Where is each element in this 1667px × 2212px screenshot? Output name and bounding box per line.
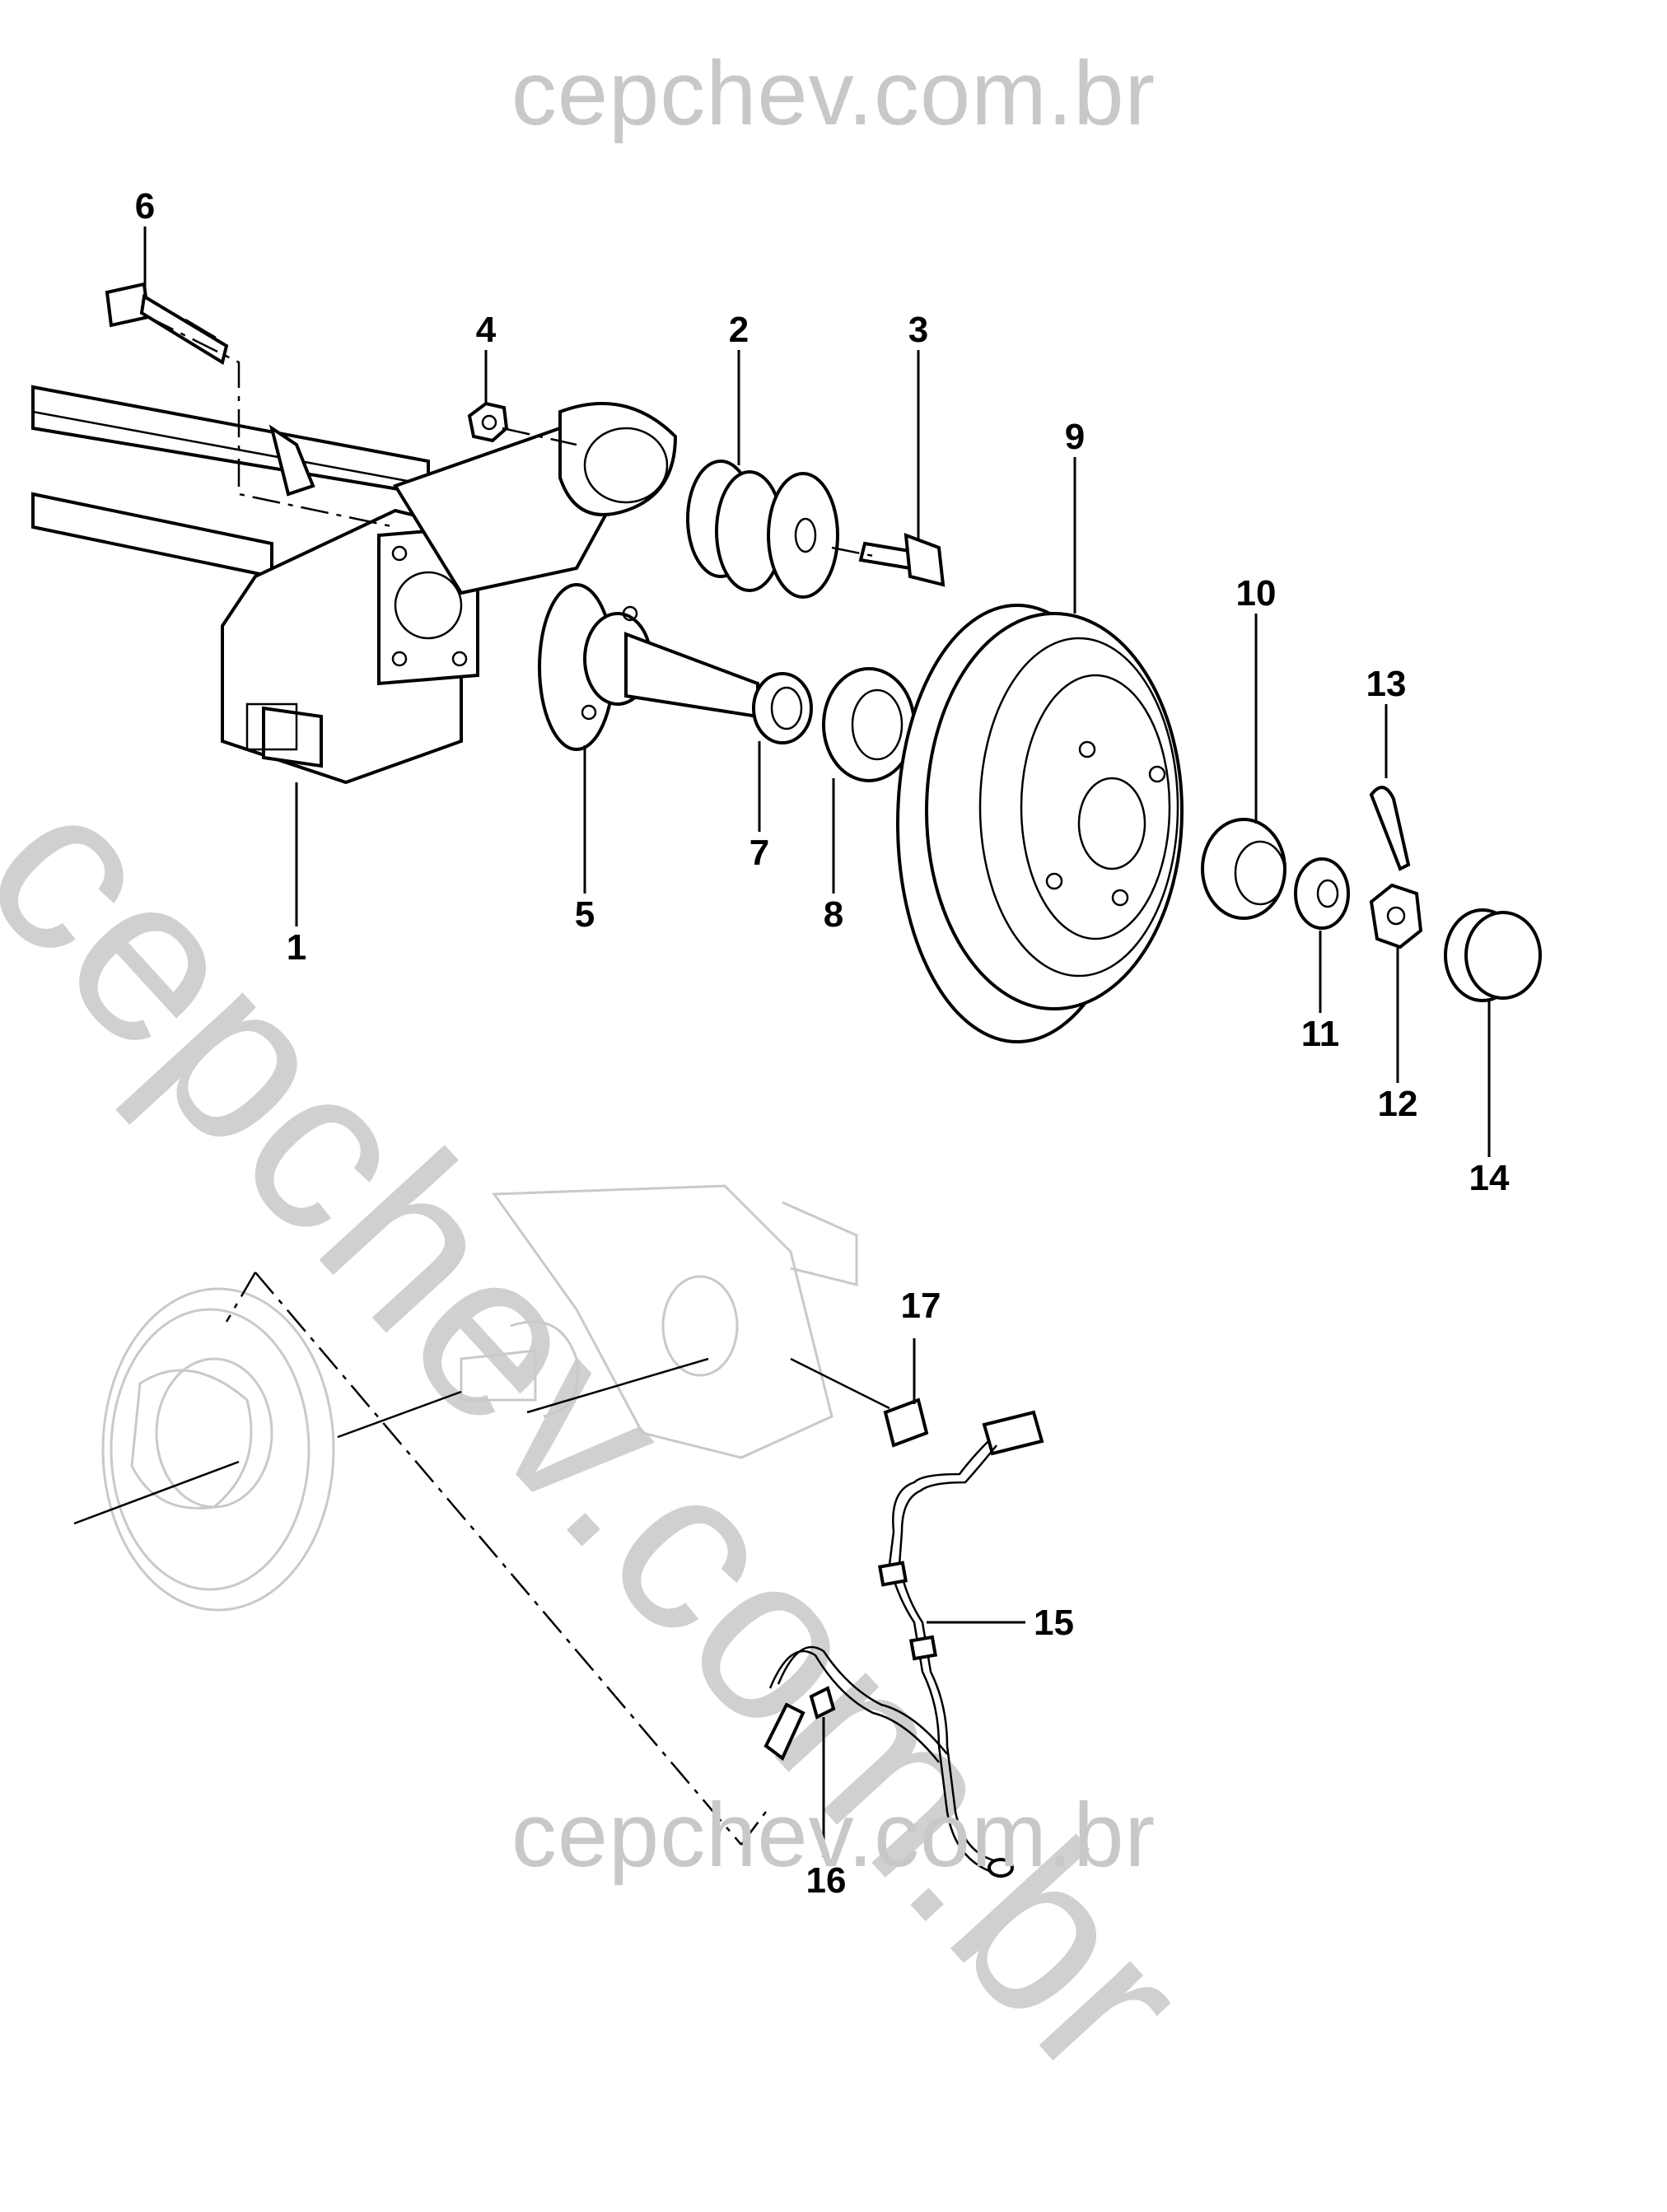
watermark-top: cepchev.com.br — [511, 43, 1156, 144]
spindle-5 — [538, 583, 759, 751]
callout-2: 2 — [729, 310, 749, 350]
callout-4: 4 — [476, 310, 497, 350]
callout-10: 10 — [1236, 573, 1277, 614]
callout-15: 15 — [1034, 1603, 1074, 1643]
nut-4 — [467, 401, 509, 443]
callout-7: 7 — [749, 833, 769, 873]
exploded-view-drawing: 6 4 2 3 9 10 13 7 5 8 1 11 12 14 17 15 1… — [31, 186, 1542, 1901]
rear-axle-beam — [31, 385, 678, 785]
bolt-16 — [809, 1686, 836, 1857]
leader-lines-upper — [143, 226, 1491, 1157]
bushing-2 — [686, 460, 839, 599]
abs-sensor-cable-15 — [763, 1410, 1044, 1878]
callout-1: 1 — [287, 927, 306, 968]
callout-3: 3 — [908, 310, 928, 350]
cotter-pin-13 — [1369, 786, 1411, 871]
callout-16: 16 — [806, 1860, 847, 1901]
lower-ghost-assembly — [101, 1184, 858, 1612]
callout-8: 8 — [824, 894, 843, 935]
callout-11: 11 — [1301, 1014, 1340, 1054]
castle-nut-12 — [1369, 883, 1423, 950]
bearing-10 — [1201, 818, 1286, 920]
callout-6: 6 — [135, 186, 155, 226]
washer-11 — [1294, 857, 1350, 930]
leader-lines-lower — [73, 1272, 890, 1846]
clip-17 — [883, 1338, 929, 1448]
grease-cap-14 — [1444, 908, 1542, 1002]
callout-12: 12 — [1378, 1084, 1418, 1124]
diagram-stage: cepchev.com.br cepchev.com.br — [0, 43, 1542, 2125]
callout-13: 13 — [1366, 664, 1407, 704]
bolt-6 — [105, 282, 229, 366]
callout-17: 17 — [901, 1286, 941, 1326]
brake-drum-9 — [896, 604, 1184, 1043]
bearing-7 — [752, 672, 813, 744]
callout-9: 9 — [1065, 417, 1085, 457]
bolt-3 — [858, 532, 946, 587]
callout-5: 5 — [575, 894, 595, 935]
watermark-bottom: cepchev.com.br — [511, 1785, 1156, 1886]
callout-14: 14 — [1469, 1158, 1510, 1198]
